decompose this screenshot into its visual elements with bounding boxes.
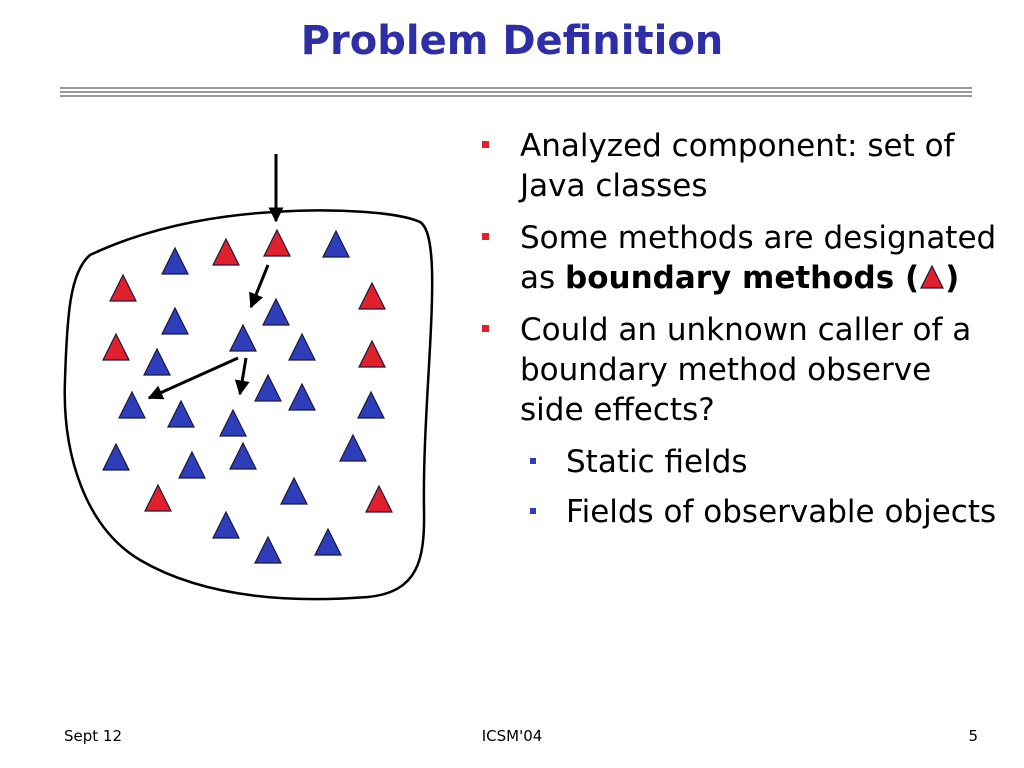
boundary-method-triangle <box>102 332 130 361</box>
method-triangle <box>288 382 316 411</box>
boundary-method-triangle <box>365 484 393 513</box>
method-triangle <box>254 535 282 564</box>
bullet-marker <box>482 325 489 332</box>
sub-bullet-text: Static fields <box>566 444 748 480</box>
bullet-bold-text: boundary methods ( <box>565 260 920 296</box>
bullet-marker <box>482 233 489 240</box>
boundary-method-triangle <box>109 273 137 302</box>
method-triangle <box>167 399 195 428</box>
sub-bullet-item: Fields of observable objects <box>478 492 998 532</box>
method-triangle <box>314 527 342 556</box>
title-rule <box>60 95 972 97</box>
footer-conference: ICSM'04 <box>481 727 543 745</box>
slide-title: Problem Definition <box>300 18 724 64</box>
method-triangle <box>161 306 189 335</box>
method-triangle <box>212 510 240 539</box>
boundary-method-triangle <box>263 228 291 257</box>
title-rule <box>60 91 972 93</box>
method-triangle <box>161 246 189 275</box>
bullet-text: Analyzed component: set of Java classes <box>520 128 955 204</box>
bullet-item: Some methods are designated as boundary … <box>478 218 998 298</box>
red-triangle-icon <box>920 264 945 289</box>
method-triangle <box>262 297 290 326</box>
sub-bullet-marker <box>530 458 536 464</box>
method-triangle <box>143 347 171 376</box>
method-triangle <box>118 390 146 419</box>
sub-bullet-text: Fields of observable objects <box>566 494 997 530</box>
boundary-method-triangle <box>212 237 240 266</box>
call-arrow <box>234 357 250 396</box>
footer-date: Sept 12 <box>64 727 123 745</box>
bullet-text: Could an unknown caller of a boundary me… <box>520 312 972 428</box>
component-diagram <box>63 154 434 601</box>
method-triangle <box>339 433 367 462</box>
bullet-text: Some methods are designated as <box>520 220 997 296</box>
bullet-item: Analyzed component: set of Java classes <box>478 126 998 206</box>
bullet-list: Analyzed component: set of Java classes … <box>478 126 998 542</box>
method-triangle <box>357 390 385 419</box>
method-triangle <box>229 441 257 470</box>
sub-bullet-marker <box>530 508 536 514</box>
method-triangle <box>102 442 130 471</box>
method-triangle <box>219 408 247 437</box>
title-rule <box>60 87 972 89</box>
bullet-item: Could an unknown caller of a boundary me… <box>478 310 998 430</box>
sub-bullet-item: Static fields <box>478 442 998 482</box>
method-triangle <box>254 373 282 402</box>
bullet-bold-text: ) <box>945 260 960 296</box>
component-boundary <box>63 209 434 601</box>
method-triangle <box>178 450 206 479</box>
method-triangle <box>229 323 257 352</box>
boundary-method-triangle <box>144 483 172 512</box>
boundary-method-triangle <box>358 339 386 368</box>
method-triangle <box>280 476 308 505</box>
footer-page-number: 5 <box>968 727 978 745</box>
call-arrow <box>249 264 270 309</box>
method-triangle <box>322 229 350 258</box>
bullet-marker <box>482 141 489 148</box>
boundary-method-triangle <box>358 281 386 310</box>
call-arrow <box>147 356 239 400</box>
method-triangle <box>288 332 316 361</box>
